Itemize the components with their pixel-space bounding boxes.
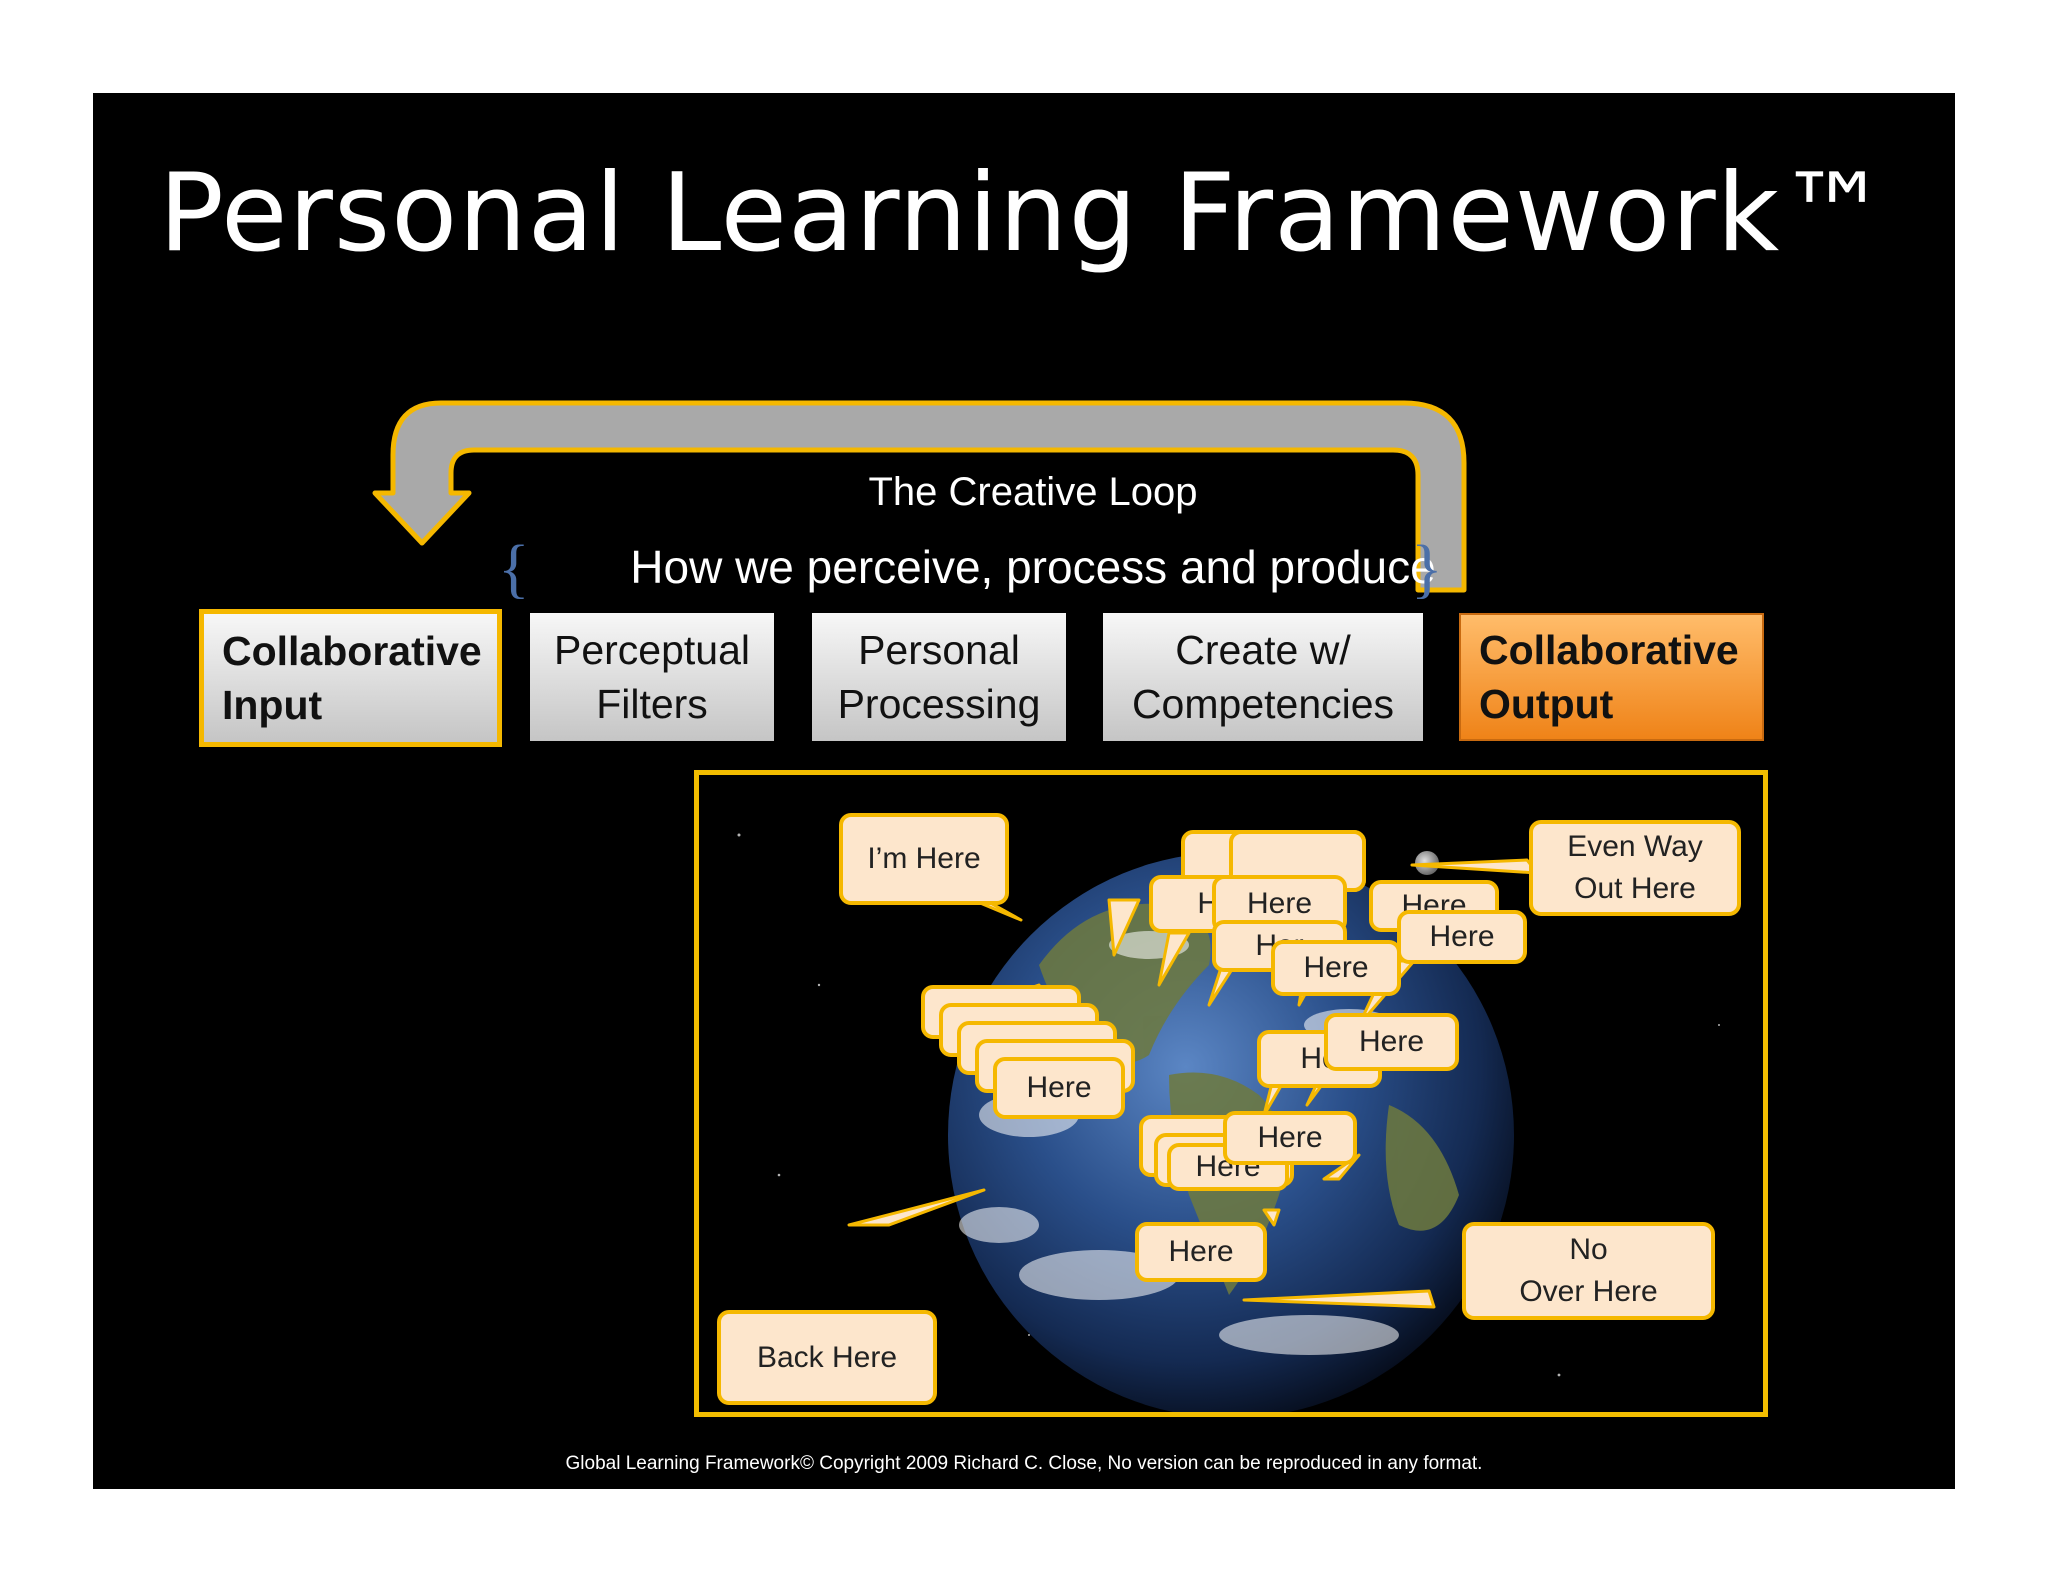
callout-label: Here <box>1303 951 1369 984</box>
callout-here: Here <box>1324 1013 1459 1071</box>
callout-label: Here <box>1429 920 1495 953</box>
callout-here: Here <box>1271 940 1401 996</box>
slide: Personal Learning Framework™ The Creativ… <box>93 93 1955 1489</box>
creative-loop-arrow <box>372 400 1467 593</box>
callout-label: Back Here <box>756 1340 898 1374</box>
callout-label: Out Here <box>1574 872 1696 905</box>
stage-label: Competencies <box>1131 681 1395 727</box>
callout-label: No <box>1569 1233 1608 1266</box>
stage-label: Personal <box>858 626 1020 673</box>
slide-title: Personal Learning Framework™ <box>158 151 1890 276</box>
stage-label: Filters <box>596 681 708 727</box>
left-brace: { <box>498 532 530 605</box>
stage-perceptual-filters: Perceptual Filters <box>530 613 774 741</box>
callout-back-here: Back Here <box>717 1310 937 1405</box>
stage-label: Collaborative <box>1479 626 1739 673</box>
stage-personal-processing: Personal Processing <box>812 613 1066 741</box>
copyright-notice: Global Learning Framework© Copyright 200… <box>565 1453 1483 1474</box>
stage-label: Output <box>1479 681 1614 727</box>
callout-here: Here <box>1223 1111 1357 1165</box>
callout-label: Even Way <box>1567 830 1703 863</box>
callout-even-way-out-here: Even Way Out Here <box>1529 820 1741 916</box>
callout-no-over-here: No Over Here <box>1462 1222 1715 1320</box>
stage-collaborative-input: Collaborative Input <box>199 609 502 747</box>
callout-label: Here <box>1246 887 1313 920</box>
process-subtitle: How we perceive, process and produce <box>630 541 1436 593</box>
callout-im-here: I’m Here <box>839 813 1009 905</box>
creative-loop-label: The Creative Loop <box>868 470 1198 514</box>
callout-here: Here <box>1135 1222 1267 1282</box>
earth-image-frame: I’m Here Even Way Out Here He Here Here … <box>694 770 1768 1417</box>
stage-label: Create w/ <box>1175 626 1351 673</box>
stage-label: Perceptual <box>553 626 750 673</box>
right-brace: } <box>1411 532 1443 605</box>
callout-here: Here <box>1397 910 1527 964</box>
callout-label: Here <box>1168 1235 1234 1268</box>
stage-label: Input <box>222 682 323 728</box>
callout-label: Here <box>1257 1121 1323 1154</box>
stage-label: Collaborative <box>222 627 482 674</box>
callout-label: I’m Here <box>867 842 981 875</box>
stage-label: Processing <box>837 681 1041 727</box>
callout-label: Here <box>1026 1071 1092 1104</box>
stage-collaborative-output: Collaborative Output <box>1459 613 1764 741</box>
callout-here: Here <box>993 1057 1125 1119</box>
callout-label: Over Here <box>1519 1275 1658 1308</box>
stage-create-competencies: Create w/ Competencies <box>1103 613 1423 741</box>
callout-label: Here <box>1358 1025 1425 1058</box>
